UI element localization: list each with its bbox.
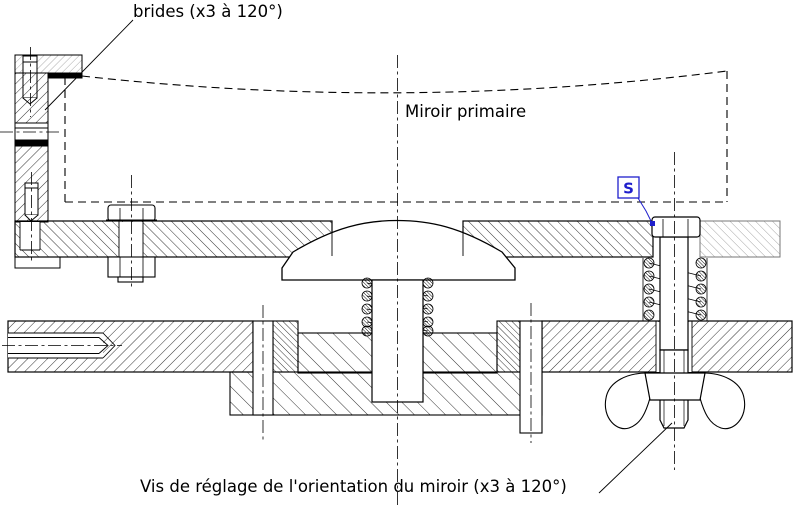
clamp-screw-hole <box>20 222 40 250</box>
left-bolt <box>106 204 157 283</box>
mirror-top-concave-surface <box>81 70 728 94</box>
label-brides: brides (x3 à 120°) <box>133 2 283 21</box>
s-label: S <box>623 180 634 198</box>
wing-nut-body <box>644 372 706 401</box>
clamp-assembly <box>14 54 83 269</box>
wing-nut-right-wing <box>699 372 746 430</box>
adjustment-screw-assembly <box>604 216 746 430</box>
bushing-right <box>496 320 521 373</box>
brides-leader-line <box>44 19 134 111</box>
clamp-boss <box>14 256 61 269</box>
dome-shape <box>281 219 516 281</box>
centerlines <box>0 47 675 505</box>
central-block-left <box>297 332 373 374</box>
spring-coils <box>361 277 434 337</box>
screw-hex-head <box>651 216 701 238</box>
clamp-shim-band <box>14 122 49 129</box>
s-annotation: S <box>617 176 655 226</box>
annotations: S brides (x3 à 120°) Miroir primaire Vis… <box>44 2 673 496</box>
screw-shaft <box>659 236 689 351</box>
dome-pivot <box>281 219 516 281</box>
top-plate-left-section <box>14 220 333 258</box>
s-label-box <box>617 176 640 199</box>
label-adjustment-screw: Vis de réglage de l'orientation du miroi… <box>140 477 567 496</box>
clamp-gap <box>14 127 49 141</box>
label-mirror: Miroir primaire <box>405 102 526 121</box>
clamp-post-upper <box>14 72 49 124</box>
spring-coils <box>643 257 707 321</box>
screw-leader-line <box>598 422 673 494</box>
gray-ring-section <box>699 220 781 258</box>
central-block-right <box>422 332 498 374</box>
left-bolt-hole <box>119 222 143 257</box>
primary-mirror-outline <box>64 70 728 203</box>
clamp-pad-lower <box>14 139 49 147</box>
s-leader-dot <box>650 221 655 226</box>
wing-nut-left-wing <box>604 372 651 430</box>
s-leader-line <box>637 197 653 224</box>
left-bolt-end <box>117 276 144 283</box>
bushing-left <box>272 320 299 373</box>
